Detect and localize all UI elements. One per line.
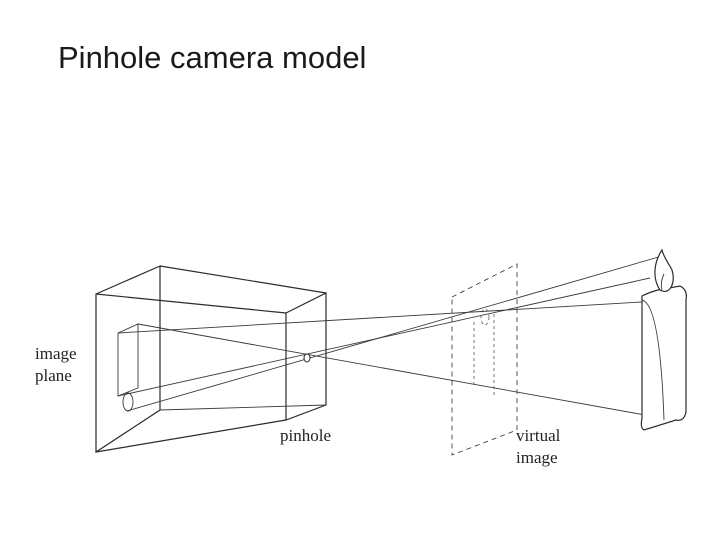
box-edge-top-back bbox=[95, 293, 287, 314]
ray-flame-side bbox=[117, 277, 651, 397]
image-plane-face bbox=[95, 265, 161, 454]
virtual-flame bbox=[480, 308, 490, 326]
camera-box bbox=[95, 265, 327, 454]
box-edge-top-far bbox=[159, 265, 327, 294]
virtual-image-label-line1: virtual bbox=[516, 426, 561, 445]
box-edge-bottom-back bbox=[95, 419, 287, 453]
inverted-candle-image bbox=[117, 323, 139, 412]
virtual-image-plane bbox=[451, 263, 518, 456]
image-plane-label-line2: plane bbox=[35, 366, 72, 385]
pinhole-aperture bbox=[303, 353, 311, 363]
box-edge-bottom-far bbox=[159, 404, 327, 411]
candle-wick bbox=[660, 273, 665, 291]
candle-object bbox=[640, 248, 687, 431]
ray-body-top bbox=[117, 301, 643, 334]
ray-body-bottom bbox=[137, 323, 646, 416]
candle-body bbox=[640, 285, 687, 431]
ray-flame-top bbox=[126, 255, 663, 412]
candle-front-curve bbox=[641, 299, 665, 421]
slide-title: Pinhole camera model bbox=[58, 40, 367, 75]
light-rays bbox=[117, 255, 663, 416]
pinhole-label: pinhole bbox=[280, 426, 331, 445]
virtual-plane-outline bbox=[451, 263, 518, 456]
candle-flame bbox=[654, 248, 674, 292]
virtual-image-label-line2: image bbox=[516, 448, 558, 467]
inverted-flame bbox=[122, 392, 134, 412]
image-plane-label-line1: image bbox=[35, 344, 77, 363]
inverted-candle-body bbox=[117, 323, 139, 397]
